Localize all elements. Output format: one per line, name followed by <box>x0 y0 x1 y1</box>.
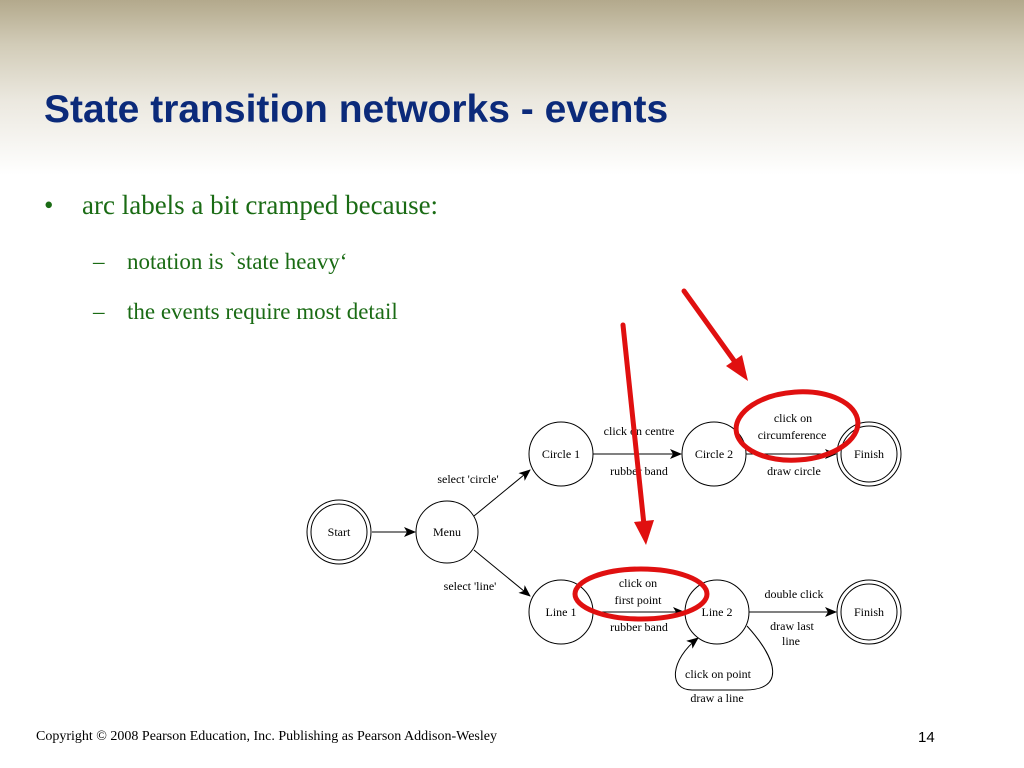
state-line1-label: Line 1 <box>546 605 577 619</box>
sub-bullet-marker: – <box>93 249 105 274</box>
state-circle2-label: Circle 2 <box>695 447 733 461</box>
label-circumference: circumference <box>758 428 827 442</box>
state-finish-line: Finish <box>836 579 902 645</box>
label-click-on-centre: click on centre <box>604 424 675 438</box>
sub-bullet-item: –notation is `state heavy‘ <box>93 249 347 275</box>
state-start: Start <box>306 499 372 565</box>
sub-bullet-item: –the events require most detail <box>93 299 398 325</box>
annotation-arrow-left <box>620 322 654 545</box>
sub-bullet-text: notation is `state heavy‘ <box>127 249 348 274</box>
state-finish-circle-label: Finish <box>854 447 884 461</box>
label-line: line <box>782 634 800 648</box>
bullet-item: • arc labels a bit cramped because: <box>44 190 438 221</box>
arc-menu-circle1 <box>473 469 531 517</box>
state-start-label: Start <box>328 525 351 539</box>
state-menu-label: Menu <box>433 525 461 539</box>
label-click-on-point: click on point <box>685 667 752 681</box>
bullet-text: arc labels a bit cramped because: <box>82 190 439 220</box>
arc-menu-line1 <box>473 549 531 597</box>
label-draw-last: draw last <box>770 619 814 633</box>
label-click-on-1: click on <box>774 411 812 425</box>
sub-bullet-text: the events require most detail <box>127 299 398 324</box>
state-circle1-label: Circle 1 <box>542 447 580 461</box>
label-double-click: double click <box>765 587 824 601</box>
page-number: 14 <box>918 729 935 746</box>
label-line-rubber-band: rubber band <box>610 620 668 634</box>
state-menu: Menu <box>415 500 479 564</box>
state-circle2: Circle 2 <box>681 421 747 487</box>
state-line2-label: Line 2 <box>702 605 733 619</box>
state-line2: Line 2 <box>684 579 750 645</box>
slide-title: State transition networks - events <box>44 88 669 131</box>
arc-line2-loop <box>675 625 774 691</box>
annotation-ellipse-circumference <box>733 389 861 463</box>
bullet-marker: • <box>44 190 54 220</box>
label-first-point: first point <box>615 593 663 607</box>
sub-bullet-marker: – <box>93 299 105 324</box>
annotation-arrow-top <box>681 288 748 381</box>
label-select-circle: select 'circle' <box>437 472 498 486</box>
state-circle1: Circle 1 <box>528 421 594 487</box>
label-draw-circle: draw circle <box>767 464 821 478</box>
state-line1: Line 1 <box>528 579 594 645</box>
state-finish-line-label: Finish <box>854 605 884 619</box>
label-select-line: select 'line' <box>444 579 497 593</box>
copyright-footer: Copyright © 2008 Pearson Education, Inc.… <box>36 729 497 744</box>
state-finish-circle: Finish <box>836 421 902 487</box>
label-draw-a-line: draw a line <box>690 691 743 705</box>
annotation-ellipse-first-point <box>572 566 710 622</box>
label-click-on-2: click on <box>619 576 657 590</box>
